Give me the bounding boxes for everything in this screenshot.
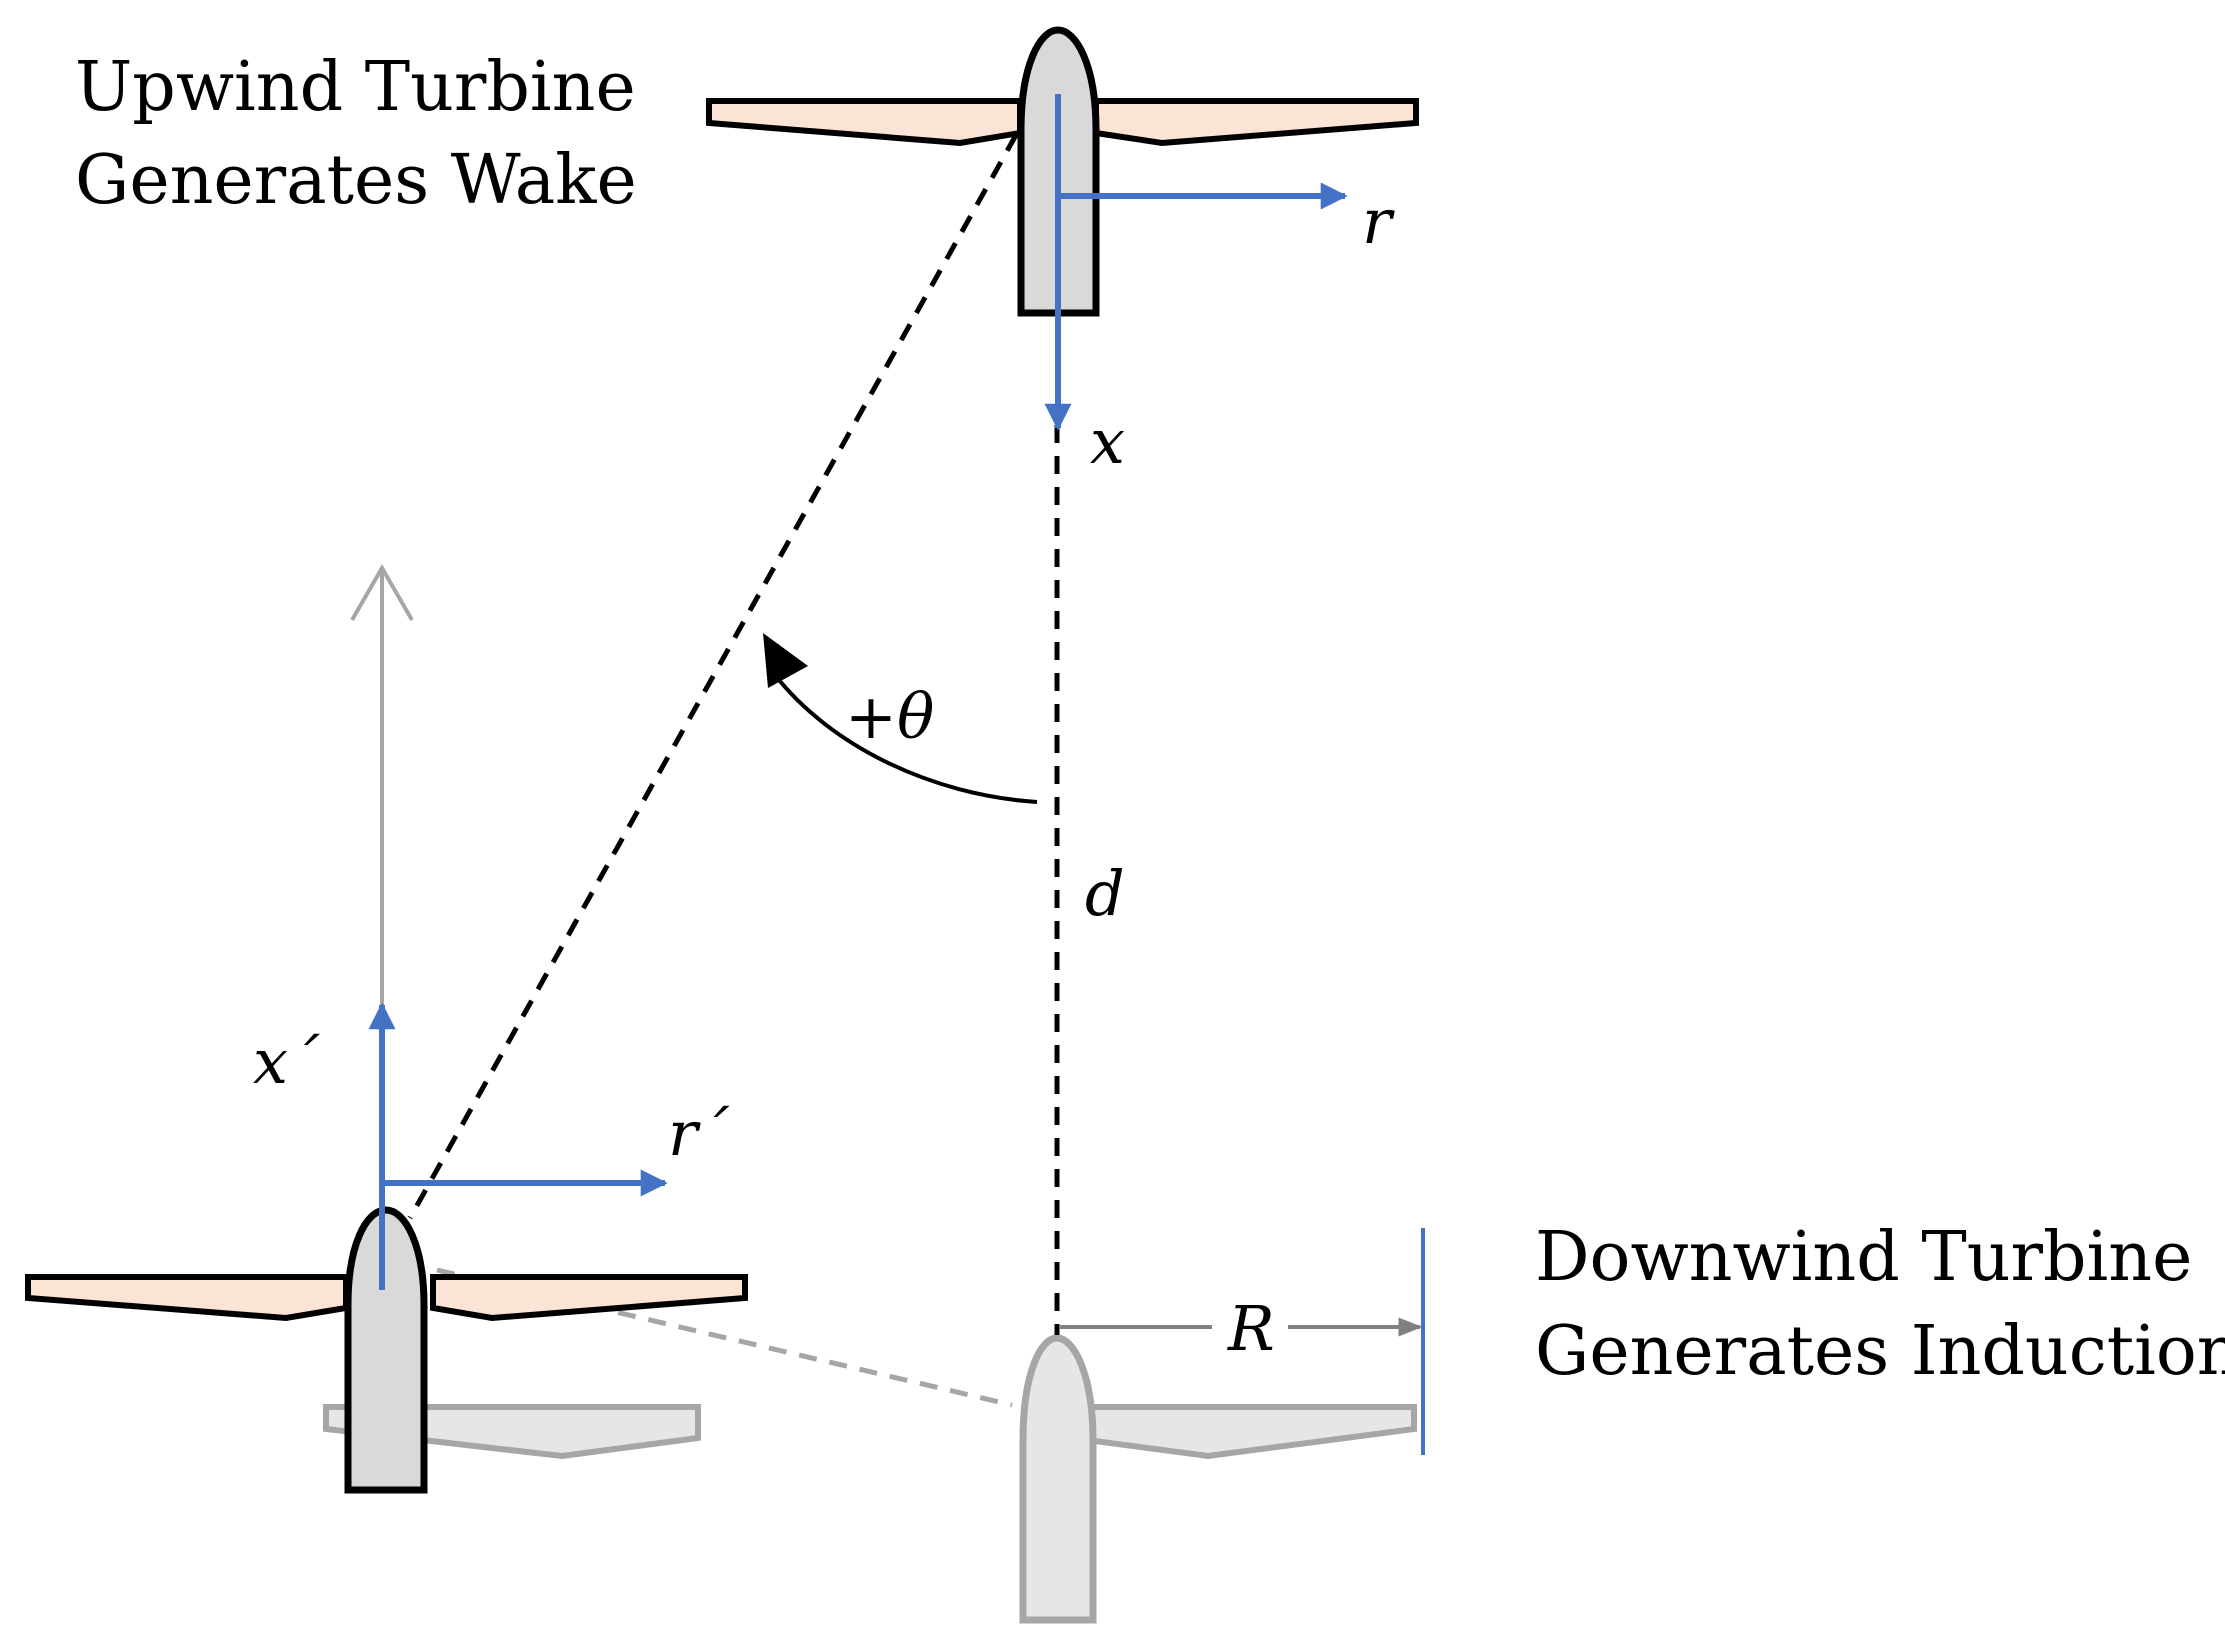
r-axis-label: r xyxy=(1362,185,1395,258)
ghost-right-blade xyxy=(1069,1404,1417,1460)
x-axis-label: x xyxy=(1090,405,1125,478)
wake-line-upwind-to-downwind xyxy=(407,133,1019,1220)
x-prime-axis-label: x´ xyxy=(253,1025,320,1098)
upwind-caption-line1: Upwind Turbine xyxy=(75,48,636,127)
upwind-turbine xyxy=(706,26,1419,317)
r-prime-axis-label: r´ xyxy=(668,1097,730,1170)
upwind-caption-line2: Generates Wake xyxy=(75,141,637,220)
upwind-right-blade xyxy=(1093,98,1419,147)
downwind-caption-line1: Downwind Turbine xyxy=(1535,1218,2192,1297)
theta-label: +θ xyxy=(845,680,934,753)
theta-arc-arrow xyxy=(763,633,1038,804)
downwind-left-blade xyxy=(25,1274,349,1322)
downwind-nacelle xyxy=(344,1206,428,1494)
radius-label: R xyxy=(1227,1292,1275,1365)
ghost-nacelle xyxy=(1019,1334,1097,1624)
distance-label: d xyxy=(1085,857,1125,930)
downwind-turbine-ghost xyxy=(323,1334,1417,1624)
gray-reference-arrow xyxy=(350,563,414,1005)
upwind-left-blade xyxy=(706,98,1023,147)
downwind-right-blade xyxy=(430,1274,748,1322)
radius-dimension xyxy=(1060,1228,1425,1455)
downwind-turbine xyxy=(25,1206,748,1494)
downwind-caption-line2: Generates Induction xyxy=(1535,1312,2225,1391)
